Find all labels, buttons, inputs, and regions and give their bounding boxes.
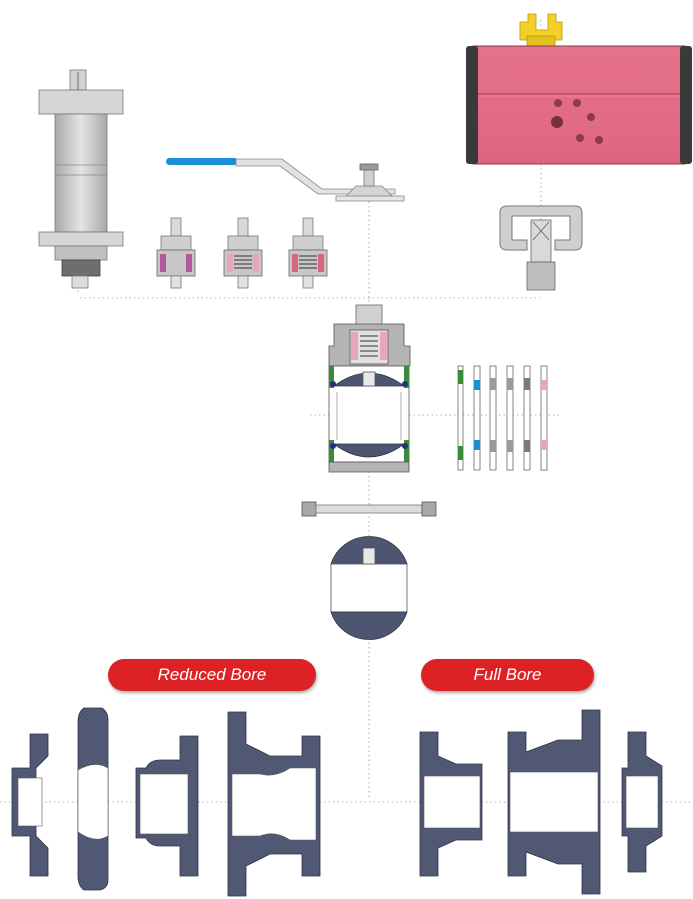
- tie-bolt-icon: [301, 501, 437, 517]
- full-bore-flanges: [419, 709, 663, 895]
- stem-packing-assembly-1: [156, 217, 196, 289]
- reduced-bore-flanges: [11, 707, 321, 897]
- seal-ring-3: [489, 365, 497, 471]
- full-bore-label: Full Bore: [421, 659, 594, 691]
- lever-handle-icon: [166, 158, 405, 202]
- flange-icon: [507, 709, 601, 895]
- seal-ring-set: [457, 365, 548, 471]
- seal-ring-2: [473, 365, 481, 471]
- ball-valve-icon: [328, 304, 411, 473]
- flange-icon: [227, 711, 321, 897]
- pneumatic-actuator-icon: [466, 13, 692, 165]
- mounting-bracket-icon: [499, 205, 583, 291]
- seal-ring-1: [457, 365, 464, 471]
- flange-icon: [419, 731, 483, 877]
- stem-packing-assembly-3: [288, 217, 328, 289]
- valve-ball-icon: [330, 536, 408, 640]
- flange-icon: [135, 735, 199, 877]
- flange-icon: [77, 707, 109, 891]
- stem-extension-icon: [38, 69, 124, 289]
- seal-ring-5: [523, 365, 531, 471]
- flange-icon: [621, 731, 663, 873]
- seal-ring-4: [506, 365, 514, 471]
- flange-icon: [11, 733, 49, 877]
- stem-packing-assembly-2: [223, 217, 263, 289]
- seal-ring-6: [540, 365, 548, 471]
- reduced-bore-label: Reduced Bore: [108, 659, 316, 691]
